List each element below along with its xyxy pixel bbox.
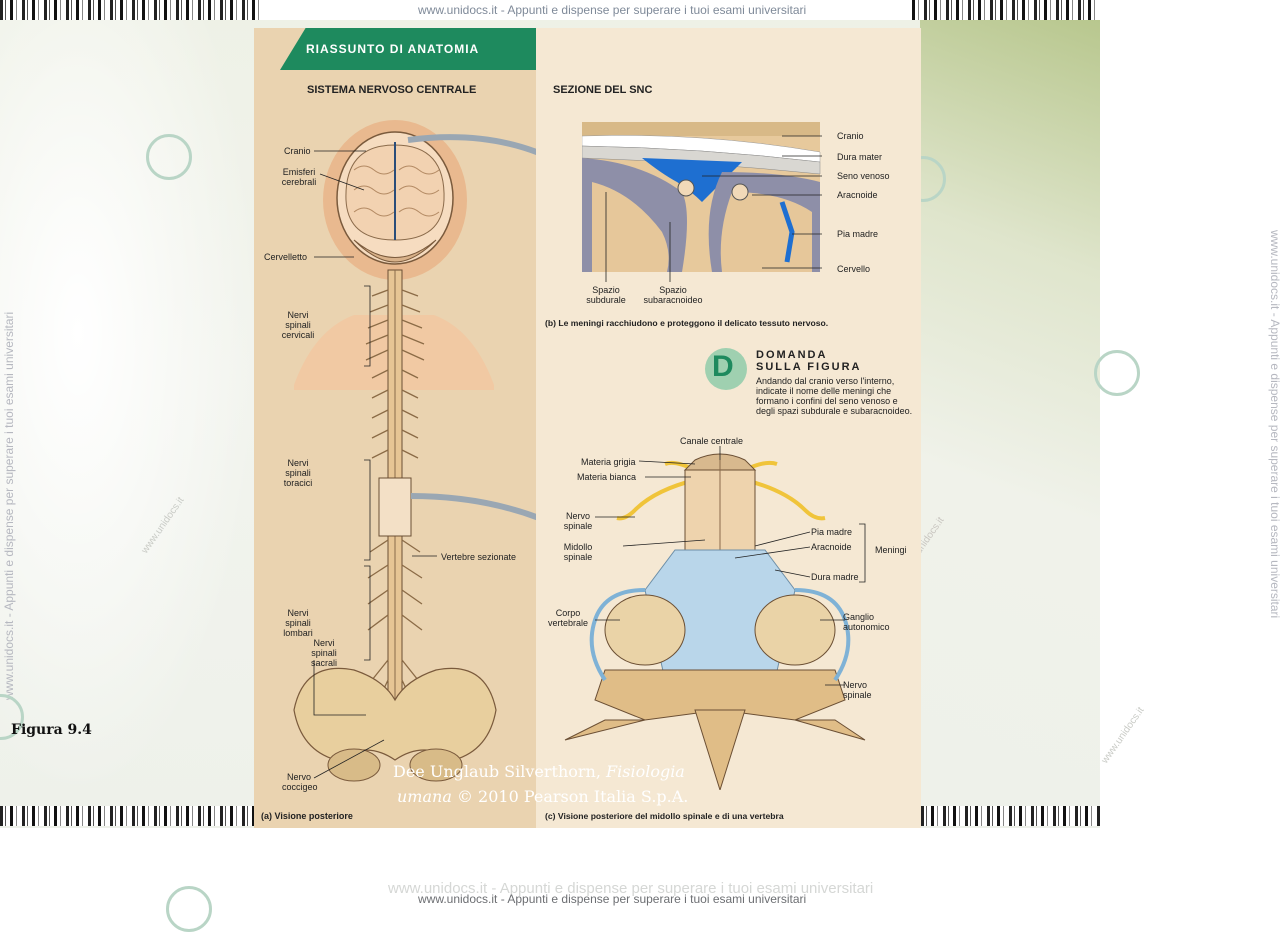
- cord-label-dura: Dura madre: [811, 572, 859, 582]
- cord-label-pia: Pia madre: [811, 527, 853, 537]
- watermark-side-right: www.unidocs.it - Appunti e dispense per …: [1268, 230, 1282, 619]
- cord-label-nervo2: Nervo spinale: [843, 680, 872, 700]
- unidocs-logo-icon: [146, 134, 192, 180]
- left-heading: SISTEMA NERVOSO CENTRALE: [307, 84, 477, 96]
- cord-label-grigia: Materia grigia: [581, 457, 636, 467]
- header-tab: [280, 28, 536, 70]
- mening-label-aracnoide: Aracnoide: [837, 190, 878, 200]
- domanda-text: Andando dal cranio verso l'interno, indi…: [756, 376, 913, 416]
- caption-a: (a) Visione posteriore: [261, 811, 353, 821]
- slide-green-accent: [920, 20, 1100, 800]
- mening-label-dura: Dura mater: [837, 152, 883, 162]
- unidocs-logo-icon: [166, 886, 212, 932]
- label-cranio: Cranio: [284, 146, 311, 156]
- cns-posterior-illustration: [293, 120, 536, 782]
- slide-glow: [0, 20, 260, 800]
- watermark-bottom-faded: www.unidocs.it - Appunti e dispense per …: [388, 880, 874, 897]
- mening-label-cranio: Cranio: [837, 131, 864, 141]
- credit-title-part1: Fisiologia: [606, 762, 685, 781]
- credit-author: Dee Unglaub Silverthorn,: [393, 762, 607, 781]
- label-cervicali: Nervi spinali cervicali: [281, 310, 315, 340]
- vertebra-illustration: [564, 446, 866, 790]
- domanda-letter: D: [712, 350, 734, 383]
- watermark-diag-4: www.unidocs.it: [1099, 705, 1147, 766]
- cord-label-bianca: Materia bianca: [577, 472, 637, 482]
- label-sacrali: Nervi spinali sacrali: [310, 638, 337, 668]
- label-vertebre: Vertebre sezionate: [441, 552, 517, 562]
- bottom-barcode-left: [0, 806, 254, 826]
- meninges-illustration: [582, 122, 822, 282]
- credit-line-1: Dee Unglaub Silverthorn, Fisiologia: [393, 762, 685, 781]
- label-lombari: Nervi spinali lombari: [283, 608, 313, 638]
- mening-label-cervello: Cervello: [837, 264, 871, 274]
- bottom-barcode-right: [921, 806, 1100, 826]
- label-coccigeo: Nervo coccigeo: [282, 772, 318, 792]
- credit-publisher: © 2010 Pearson Italia S.p.A.: [451, 787, 689, 806]
- label-cervelletto: Cervelletto: [264, 252, 308, 262]
- watermark-bottom: www.unidocs.it - Appunti e dispense per …: [418, 892, 807, 906]
- domanda-title-2: SULLA FIGURA: [756, 361, 862, 373]
- cord-label-corpo: Corpo vertebrale: [548, 608, 589, 628]
- unidocs-logo-icon: [1094, 350, 1140, 396]
- page-header-title: RIASSUNTO DI ANATOMIA: [306, 42, 480, 56]
- cord-label-nervo: Nervo spinale: [563, 511, 593, 531]
- cord-label-aracnoide: Aracnoide: [811, 542, 852, 552]
- watermark-side-left: www.unidocs.it - Appunti e dispense per …: [2, 311, 16, 700]
- mening-label-subaracnoideo: Spazio subaracnoideo: [643, 285, 703, 305]
- mening-label-pia: Pia madre: [837, 229, 879, 239]
- credit-title-part2: umana: [397, 787, 452, 806]
- mening-label-subdurale: Spazio subdurale: [586, 285, 626, 305]
- mening-label-seno: Seno venoso: [837, 171, 890, 181]
- caption-b: (b) Le meningi racchiudono e proteggono …: [545, 318, 829, 328]
- watermark-top: www.unidocs.it - Appunti e dispense per …: [418, 3, 807, 17]
- credit-line-2: umana © 2010 Pearson Italia S.p.A.: [397, 787, 688, 806]
- label-toracici: Nervi spinali toracici: [283, 458, 313, 488]
- top-strip-gap: [260, 0, 910, 20]
- domanda-title-1: DOMANDA: [756, 349, 828, 361]
- cord-label-ganglio: Ganglio autonomico: [843, 612, 890, 632]
- caption-c: (c) Visione posteriore del midollo spina…: [545, 811, 784, 821]
- cord-label-canale: Canale centrale: [680, 436, 744, 446]
- cord-label-meningi: Meningi: [875, 545, 907, 555]
- figure-label: Figura 9.4: [11, 722, 92, 738]
- domanda-icon: [705, 348, 747, 390]
- cord-label-midollo: Midollo spinale: [563, 542, 593, 562]
- right-heading: SEZIONE DEL SNC: [553, 84, 653, 96]
- label-emisferi: Emisferi cerebrali: [281, 167, 317, 187]
